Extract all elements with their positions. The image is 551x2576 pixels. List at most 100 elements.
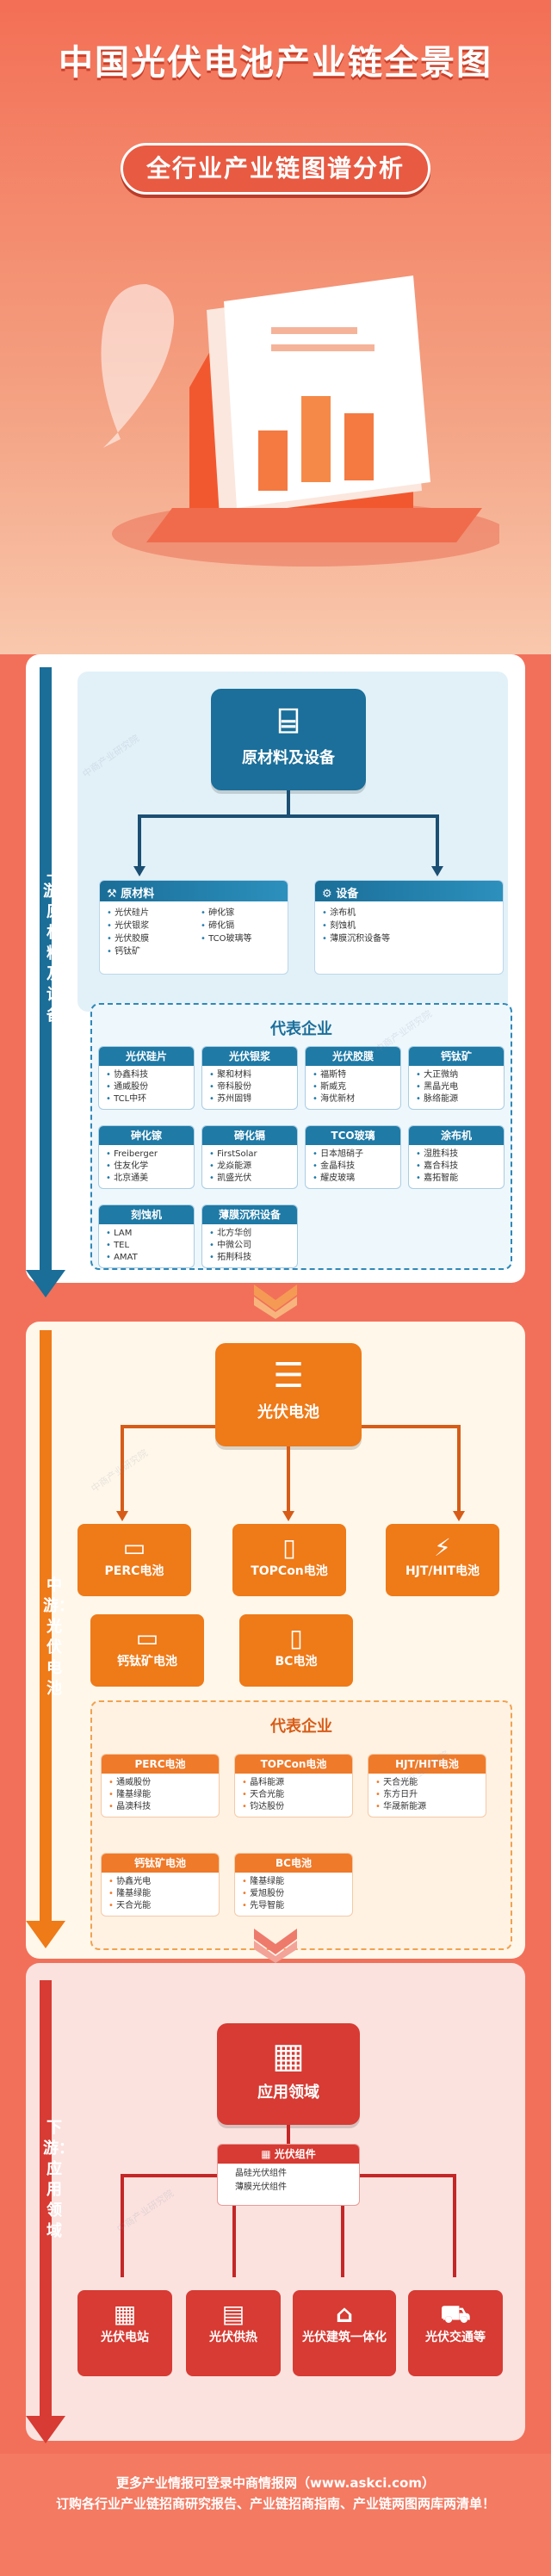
rep-company-card: 薄膜沉积设备北方华创中微公司拓荆科技 (201, 1204, 298, 1268)
rep-company-card: TCO玻璃日本旭硝子金晶科技耀皮玻璃 (305, 1125, 401, 1189)
header-banner: 中国光伏电池产业链全景图 全行业产业链图谱分析 (0, 0, 551, 654)
rep-company: 凯盛光伏 (209, 1173, 290, 1185)
building-icon: ⌂ (335, 2300, 354, 2328)
arrow-down-icon (453, 1511, 465, 1521)
rep-company-card: 光伏银浆聚和材料帝科股份苏州固锝 (201, 1046, 298, 1110)
connector-line (287, 790, 290, 816)
rep-company: 天合光能 (242, 1789, 345, 1801)
rep-company: 中微公司 (209, 1240, 290, 1252)
rep-company-card: 碲化镉FirstSolar龙焱能源凯盛光伏 (201, 1125, 298, 1189)
connector-line (121, 1425, 215, 1428)
midstream-stage-bar (26, 1330, 65, 1950)
rep-company-card: 涂布机湿胜科技嘉合科技嘉拓智能 (408, 1125, 505, 1189)
materials-icon: ⚒ (107, 888, 121, 901)
rep-company: AMAT (106, 1252, 187, 1264)
rep-company: 北方华创 (209, 1228, 290, 1240)
rep-company: 华晟新能源 (375, 1801, 479, 1813)
rep-company: 嘉拓智能 (416, 1173, 497, 1185)
downstream-stage-bar (26, 1980, 65, 2445)
rep-company: 北京通美 (106, 1173, 187, 1185)
rep-company: 隆基绿能 (242, 1876, 345, 1888)
module-card: ▦ 光伏组件 晶硅光伏组件 薄膜光伏组件 (217, 2144, 360, 2206)
rep-company: 聚和材料 (209, 1069, 290, 1081)
rep-card-title: 刻蚀机 (99, 1205, 194, 1224)
rep-company: 协鑫科技 (106, 1069, 187, 1081)
upstream-label: 上游：原材料及设备 (43, 862, 74, 1025)
topcon-tile: ▯TOPCon电池 (232, 1524, 346, 1596)
chevron-down-icon (254, 1929, 297, 1963)
rep-company: 金晶科技 (313, 1161, 393, 1173)
gear-icon: ⚙ (322, 888, 337, 901)
rep-company: 脉络能源 (416, 1093, 497, 1105)
materials-list-left: 光伏硅片 光伏银浆 光伏胶膜 钙钛矿 (100, 901, 194, 963)
rep-card-title: TOPCon电池 (235, 1755, 352, 1774)
app-tile-heating: ▤光伏供热 (186, 2290, 281, 2376)
rep-company: 拓荆科技 (209, 1252, 290, 1264)
rep-company: 天合光能 (375, 1777, 479, 1789)
rep-company-card: HJT/HIT电池天合光能东方日升华晟新能源 (368, 1754, 486, 1817)
battery-icon: ▭ (122, 1533, 146, 1562)
connector-line (341, 2206, 344, 2277)
midstream-label: 中游：光伏电池 (43, 1576, 74, 1698)
connector-line (362, 1425, 461, 1428)
footer-line-2: 订购各行业产业链招商研究报告、产业链招商指南、产业链两图两库两清单！ (55, 2496, 495, 2511)
rep-company: 黑晶光电 (416, 1081, 497, 1093)
equipment-list: 涂布机 刻蚀机 薄膜沉积设备等 (315, 901, 503, 951)
app-tile-transport: ⛟光伏交通等 (408, 2290, 503, 2376)
rep-company: 斯威克 (313, 1081, 393, 1093)
arrow-down-icon (116, 1511, 128, 1521)
rep-company: 钧达股份 (242, 1801, 345, 1813)
rep-company: 住友化学 (106, 1161, 187, 1173)
arrow-down-icon (282, 1511, 294, 1521)
rep-company: 龙焱能源 (209, 1161, 290, 1173)
downstream-hub: ▦ 应用领域 (217, 2023, 360, 2125)
rep-company-card: 光伏胶膜福斯特斯威克海优新材 (305, 1046, 401, 1110)
rep-card-title: 光伏硅片 (99, 1047, 194, 1066)
midstream-hub: ☰ 光伏电池 (215, 1343, 362, 1446)
rep-card-title: 光伏胶膜 (306, 1047, 400, 1066)
upstream-panel: ⌸ 原材料及设备 ⚒ 原材料 光伏硅片 光伏银浆 光伏胶膜 钙钛矿 砷化镓 碲化… (26, 654, 525, 1283)
connector-line (360, 2174, 456, 2177)
rep-company: TCL中环 (106, 1093, 187, 1105)
upstream-reps-title: 代表企业 (270, 1020, 332, 1038)
connector-line (436, 814, 439, 866)
rep-company: 湿胜科技 (416, 1149, 497, 1161)
rep-card-title: TCO玻璃 (306, 1126, 400, 1145)
connector-line (138, 814, 141, 866)
rep-company: 晶澳科技 (108, 1801, 212, 1813)
report-chart-illustration (101, 276, 499, 567)
app-tile-power-station: ▦光伏电站 (77, 2290, 172, 2376)
rep-company: Freiberger (106, 1149, 187, 1161)
hjt-tile: ⚡HJT/HIT电池 (386, 1524, 499, 1596)
rep-company-card: 砷化镓Freiberger住友化学北京通美 (98, 1125, 195, 1189)
downstream-label: 下游：应用领域 (43, 2119, 74, 2240)
rep-card-title: 钙钛矿电池 (102, 1854, 219, 1873)
arrow-down-icon (133, 866, 145, 876)
connector-line (232, 2206, 236, 2277)
rep-company: 福斯特 (313, 1069, 393, 1081)
upstream-reps-box: 代表企业 光伏硅片协鑫科技通威股份TCL中环光伏银浆聚和材料帝科股份苏州固锝光伏… (90, 1003, 512, 1270)
apps-grid-icon: ▦ (272, 2036, 305, 2076)
solar-panel-icon: ▦ (113, 2300, 137, 2328)
rep-company: 通威股份 (108, 1777, 212, 1789)
connector-line (121, 2174, 124, 2277)
perc-tile: ▭PERC电池 (77, 1524, 191, 1596)
upstream-stage-bar (26, 667, 65, 1300)
rep-company: 东方日升 (375, 1789, 479, 1801)
rep-company: 晶科能源 (242, 1777, 345, 1789)
rep-card-title: HJT/HIT电池 (368, 1755, 486, 1774)
connector-line (457, 1425, 461, 1511)
battery-charge-icon: ▯ (282, 1533, 296, 1562)
connector-line (453, 2174, 456, 2277)
equipment-icon: ⌸ (278, 702, 299, 741)
rep-card-title: 光伏银浆 (202, 1047, 297, 1066)
connector-line (121, 1425, 124, 1511)
rep-company: 耀皮玻璃 (313, 1173, 393, 1185)
bc-tile: ▯BC电池 (239, 1614, 353, 1687)
rep-company: 隆基绿能 (108, 1789, 212, 1801)
connector-line (121, 2174, 217, 2177)
upstream-hub: ⌸ 原材料及设备 (211, 689, 366, 790)
rep-company-card: BC电池隆基绿能爱旭股份先导智能 (234, 1853, 353, 1917)
rep-company: 通威股份 (106, 1081, 187, 1093)
connector-line (287, 1446, 290, 1511)
